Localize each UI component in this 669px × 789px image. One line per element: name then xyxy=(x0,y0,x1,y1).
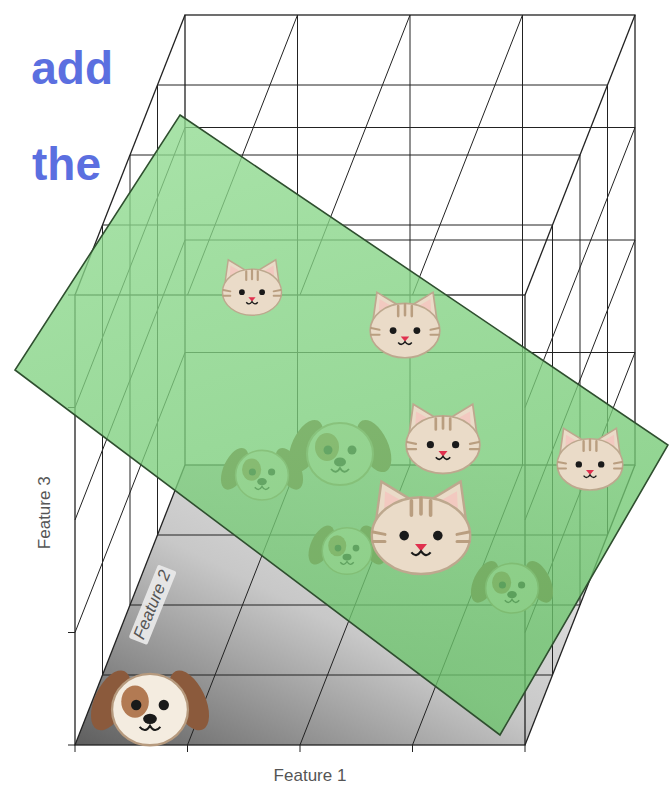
cat-face xyxy=(557,428,623,490)
axis-label: Feature 3 xyxy=(34,477,54,550)
cat-face xyxy=(406,404,480,473)
cat-face xyxy=(222,260,281,315)
heading-fragment: add xyxy=(31,42,113,95)
axis-label: Feature 2 xyxy=(128,565,176,645)
dog-face xyxy=(83,664,218,745)
decision-plane xyxy=(15,115,668,735)
cat-face xyxy=(372,482,470,574)
heading-fragment: the xyxy=(32,138,101,191)
cat-face xyxy=(370,292,440,357)
axis-label: Feature 1 xyxy=(274,766,347,786)
